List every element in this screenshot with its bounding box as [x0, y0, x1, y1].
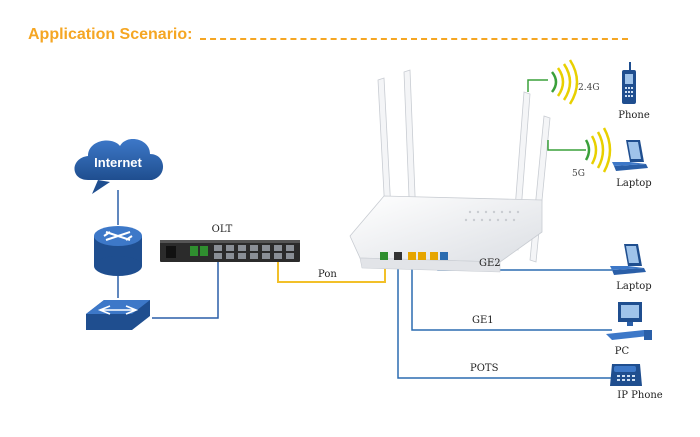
laptop-wifi-icon — [612, 140, 648, 171]
ip-phone-icon — [610, 364, 642, 386]
wifi-5g-signal-icon — [547, 127, 612, 173]
laptop-wifi-label: Laptop — [616, 178, 651, 189]
internet-cloud: Internet — [74, 139, 164, 194]
band-24g-label: 2.4G — [578, 83, 600, 93]
ge1-link — [411, 262, 612, 331]
pots-link — [397, 262, 612, 379]
link-switch-olt — [152, 262, 219, 319]
pots-label: POTS — [470, 363, 499, 374]
laptop-wired-icon — [610, 244, 646, 275]
ge2-label: GE2 — [479, 258, 501, 269]
band-5g-label: 5G — [572, 169, 585, 179]
page-title: Application Scenario: — [28, 26, 193, 43]
pon-link — [277, 262, 386, 283]
phone-label: Phone — [618, 110, 650, 121]
title-row: Application Scenario: — [28, 26, 628, 50]
pc-icon — [606, 302, 652, 340]
mobile-phone-icon — [622, 62, 636, 104]
ont-router — [349, 69, 551, 273]
ip-phone-label: IP Phone — [617, 390, 662, 401]
pc-label: PC — [615, 346, 630, 357]
wifi-24g-signal-icon — [527, 59, 579, 105]
pon-label: Pon — [318, 269, 337, 280]
switch-icon — [86, 300, 150, 330]
ge1-label: GE1 — [472, 315, 494, 326]
internet-label: Internet — [94, 155, 142, 170]
olt-device: OLT — [160, 224, 300, 262]
olt-label: OLT — [212, 224, 233, 235]
laptop-wired-label: Laptop — [616, 281, 651, 292]
title-dashed-rule — [200, 38, 628, 40]
core-router-icon — [94, 226, 142, 276]
